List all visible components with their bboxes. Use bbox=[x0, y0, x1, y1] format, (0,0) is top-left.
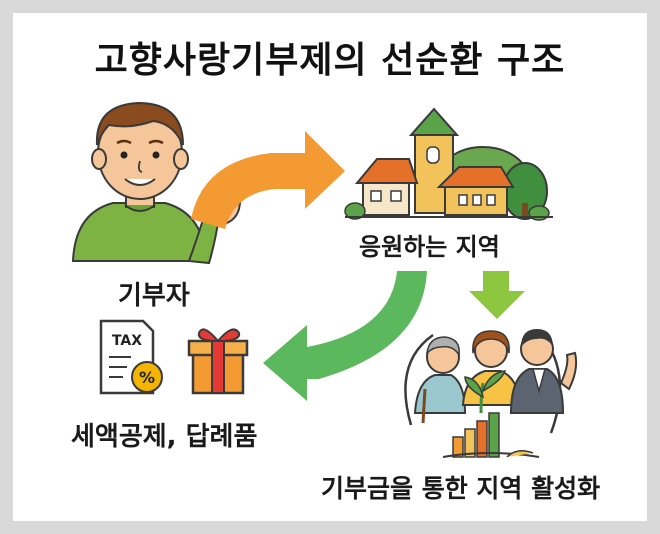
arrow-region-to-revitalization bbox=[469, 271, 525, 319]
arrow-donor-to-region bbox=[191, 131, 345, 229]
diagram-illustration: TAX % bbox=[71, 101, 578, 458]
region-label: 응원하는 지역 bbox=[359, 233, 500, 261]
benefit-label: 세액공제, 답례품 bbox=[71, 422, 258, 452]
arrow-region-to-benefit bbox=[263, 271, 427, 401]
tax-document-icon: TAX % bbox=[99, 319, 163, 395]
donor-label: 기부자 bbox=[118, 281, 190, 311]
diagram-title: 고향사랑기부제의 선순환 구조 bbox=[94, 40, 566, 81]
gift-box-icon bbox=[187, 328, 249, 395]
tax-text: TAX bbox=[112, 333, 142, 349]
percent-text: % bbox=[139, 368, 155, 387]
revitalization-illustration bbox=[404, 329, 578, 458]
region-village-illustration bbox=[344, 107, 553, 221]
donor-illustration bbox=[71, 101, 242, 265]
diagram-card: 고향사랑기부제의 선순환 구조 bbox=[13, 13, 647, 521]
revitalization-label: 기부금을 통한 지역 활성화 bbox=[321, 474, 601, 503]
